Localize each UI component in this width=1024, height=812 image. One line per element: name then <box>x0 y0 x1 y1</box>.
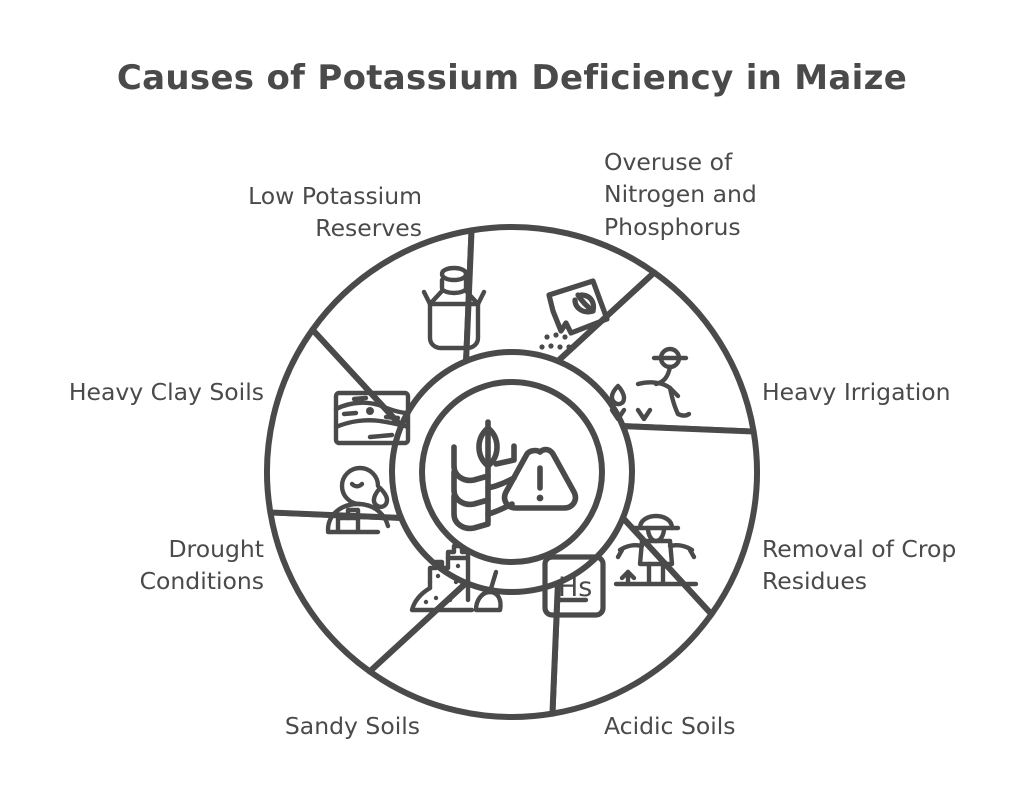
thirsty-person-icon <box>325 465 391 535</box>
ph-element-tile-icon: Hs <box>542 554 606 618</box>
segment-label-heavy-irrigation: Heavy Irrigation <box>762 378 951 406</box>
wheel-segment-acidic-soils[interactable] <box>619 423 760 618</box>
segment-label-heavy-clay-soils: Heavy Clay Soils <box>68 378 264 406</box>
pinwheel-diagram: Hs <box>262 222 762 722</box>
wheel-segment-drought-conditions[interactable] <box>366 579 561 720</box>
hub-circle <box>419 379 605 565</box>
wheel-segment-removal-of-crop-residues[interactable] <box>554 269 757 435</box>
scarecrow-icon <box>613 513 699 587</box>
maize-plant-warning-icon <box>451 419 579 532</box>
segment-label-low-potassium-reserves: Low Potassium Reserves <box>248 182 422 243</box>
fertilizer-packet-icon <box>539 278 610 350</box>
soil-layers-icon <box>333 390 411 446</box>
segment-label-overuse-of-nitrogen-and-phosphorus: Overuse of Nitrogen and Phosphorus <box>604 148 757 241</box>
segment-label-acidic-soils: Acidic Soils <box>604 712 736 740</box>
milk-can-icon <box>421 265 487 351</box>
segment-label-drought-conditions: Drought Conditions <box>139 535 264 596</box>
segment-label-removal-of-crop-residues: Removal of Crop Residues <box>762 535 957 596</box>
wheel-segment-sandy-soils[interactable] <box>549 514 715 717</box>
sandcastle-icon <box>409 543 503 613</box>
wheel-segment-overuse-of-nitrogen-and-phosphorus[interactable] <box>309 227 475 430</box>
page-title: Causes of Potassium Deficiency in Maize <box>116 58 908 98</box>
segment-label-sandy-soils: Sandy Soils <box>284 712 420 740</box>
farmer-watering-icon <box>609 346 692 422</box>
